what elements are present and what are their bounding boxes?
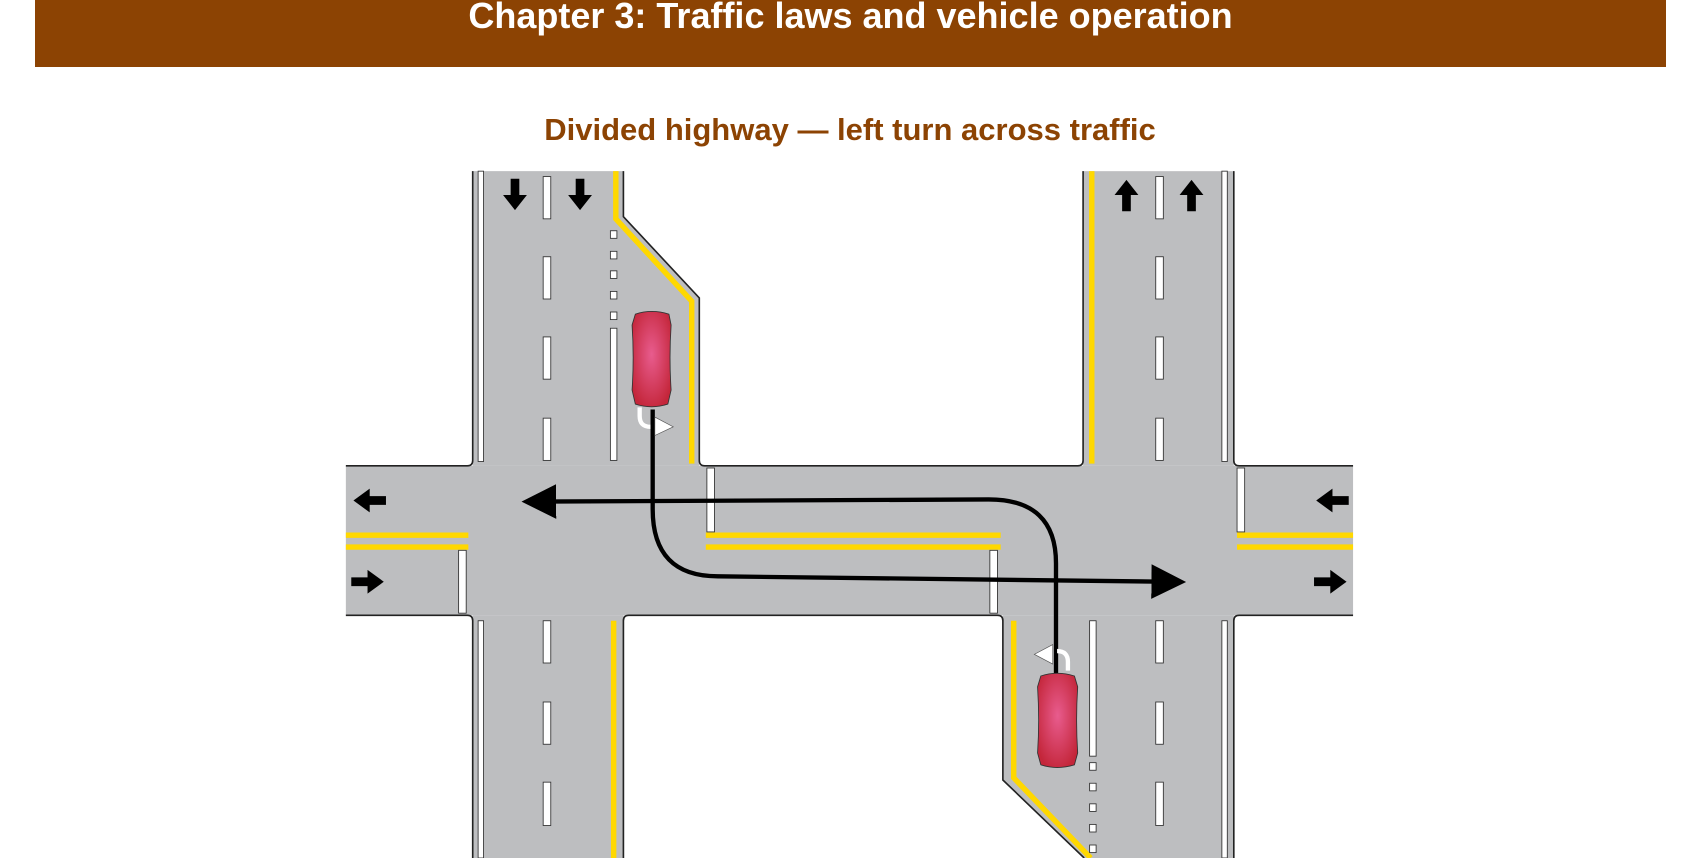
chapter-title: Chapter 3: Traffic laws and vehicle oper… [468, 0, 1233, 36]
road-surface [345, 171, 1354, 858]
turn-path-southbound [650, 409, 1187, 599]
arrow-up-icon [1179, 179, 1204, 212]
arrow-down-icon [503, 178, 527, 211]
arrow-left-icon [1316, 488, 1349, 513]
arrow-up-icon [1114, 179, 1139, 212]
yellow-lines [345, 171, 1354, 858]
turn-signal-icon [1033, 644, 1054, 665]
chapter-header: Chapter 3: Traffic laws and vehicle oper… [35, 0, 1666, 67]
car-southbound [631, 311, 675, 437]
curb-lines [345, 171, 1354, 858]
turn-signal-icon [654, 416, 675, 437]
arrow-down-icon [568, 178, 592, 211]
figure-title: Divided highway — left turn across traff… [544, 112, 1156, 147]
lane-dashes [542, 176, 1164, 854]
edge-lines [477, 170, 1228, 858]
turn-path-northbound [521, 484, 1059, 674]
arrow-left-icon [353, 488, 386, 513]
car-northbound [1033, 644, 1079, 768]
